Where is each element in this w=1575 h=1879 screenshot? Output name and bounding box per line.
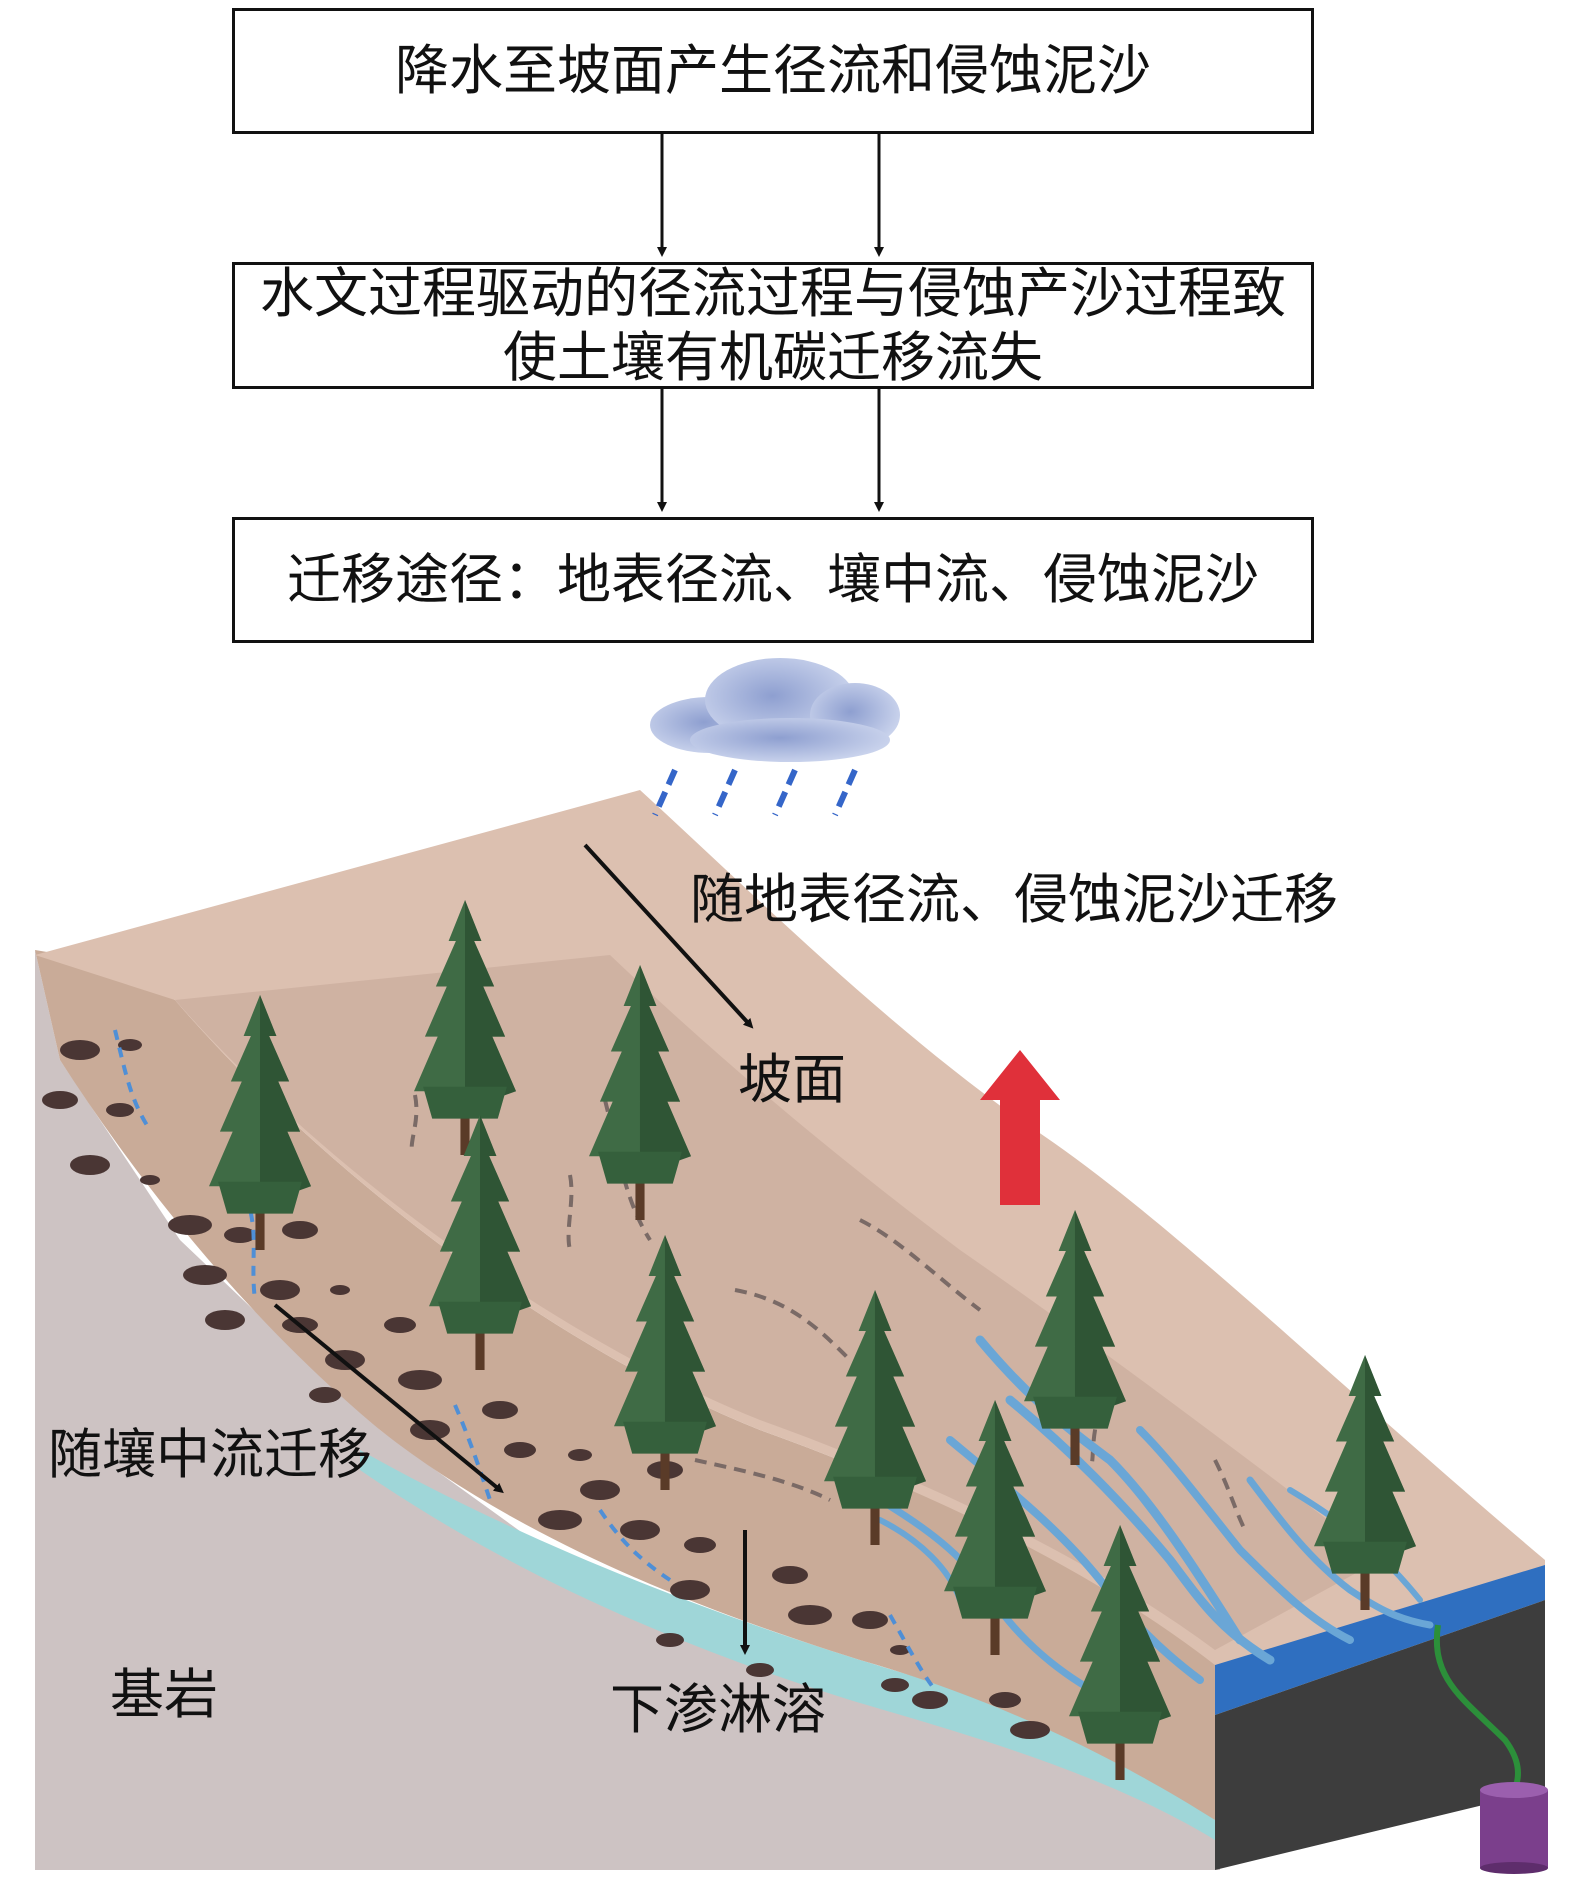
rain-drops <box>652 768 858 817</box>
up-arrow-icon <box>980 1050 1060 1205</box>
label-bedrock: 基岩 <box>110 1663 218 1726</box>
soil-layer <box>35 950 1215 1820</box>
flow-box-hydrological-process: 水文过程驱动的径流过程与侵蚀产沙过程致 使土壤有机碳迁移流失 <box>232 262 1314 389</box>
label-leaching: 下渗淋溶 <box>610 1678 826 1741</box>
rain-cloud-icon <box>650 658 900 817</box>
river-bank-block <box>1215 1600 1545 1870</box>
subsurface-migration-arrow <box>273 1303 504 1494</box>
flow-box-text-line2: 使土壤有机碳迁移流失 <box>503 325 1043 389</box>
label-surface-migration: 随地表径流、侵蚀泥沙迁移 <box>690 868 1338 931</box>
flow-box-text: 迁移途径：地表径流、壤中流、侵蚀泥沙 <box>287 548 1259 611</box>
collection-barrel-icon <box>1480 1782 1548 1874</box>
flow-box-migration-pathways: 迁移途径：地表径流、壤中流、侵蚀泥沙 <box>232 517 1314 643</box>
bedrock <box>35 950 1220 1870</box>
surface-migration-arrow <box>583 843 754 1029</box>
drain-tube <box>1433 1624 1521 1791</box>
flow-arrows <box>657 134 884 512</box>
flow-box-rainfall: 降水至坡面产生径流和侵蚀泥沙 <box>232 8 1314 134</box>
flow-box-text-line1: 水文过程驱动的径流过程与侵蚀产沙过程致 <box>260 261 1286 325</box>
label-subsurface-migration: 随壤中流迁移 <box>48 1423 372 1486</box>
groundwater-layer <box>360 1450 1215 1840</box>
river <box>1215 1565 1545 1715</box>
flow-box-text: 降水至坡面产生径流和侵蚀泥沙 <box>395 39 1151 102</box>
label-slope: 坡面 <box>738 1048 846 1111</box>
subsurface-flow-paths <box>113 1029 937 1692</box>
soil-pores <box>42 1039 1050 1739</box>
